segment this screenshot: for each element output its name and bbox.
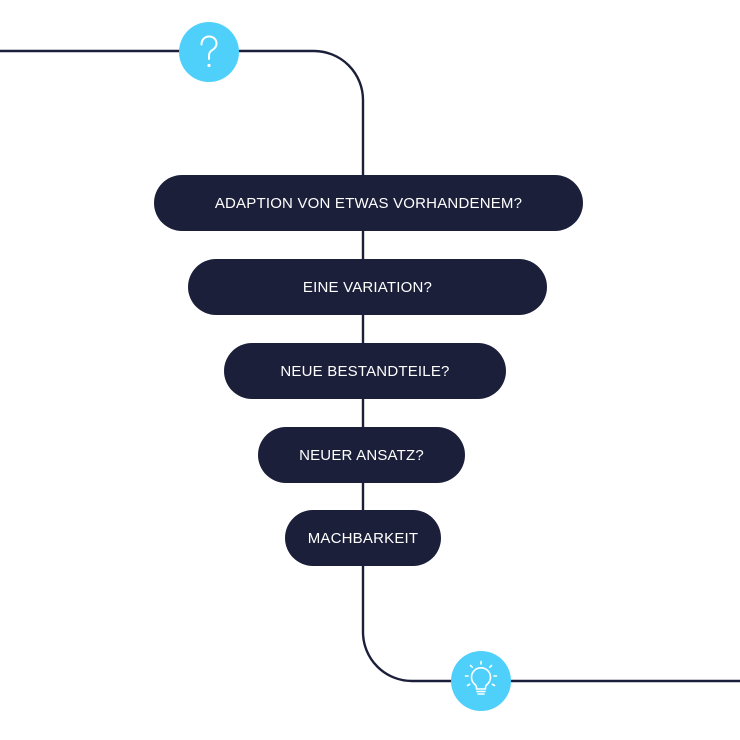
idea-badge <box>451 651 511 711</box>
step-pill-variation: EINE VARIATION? <box>188 259 547 315</box>
step-pill-ansatz: NEUER ANSATZ? <box>258 427 465 483</box>
step-pill-machbarkeit: MACHBARKEIT <box>285 510 441 566</box>
lightbulb-icon <box>451 651 511 711</box>
question-badge <box>179 22 239 82</box>
step-label: EINE VARIATION? <box>302 278 433 296</box>
step-label: ADAPTION VON ETWAS VORHANDENEM? <box>214 194 523 212</box>
step-label: MACHBARKEIT <box>307 529 419 547</box>
step-label: NEUE BESTANDTEILE? <box>280 362 450 380</box>
step-pill-bestandteile: NEUE BESTANDTEILE? <box>224 343 506 399</box>
step-label: NEUER ANSATZ? <box>299 446 424 464</box>
question-mark-icon <box>179 22 239 82</box>
step-pill-adaption: ADAPTION VON ETWAS VORHANDENEM? <box>154 175 583 231</box>
